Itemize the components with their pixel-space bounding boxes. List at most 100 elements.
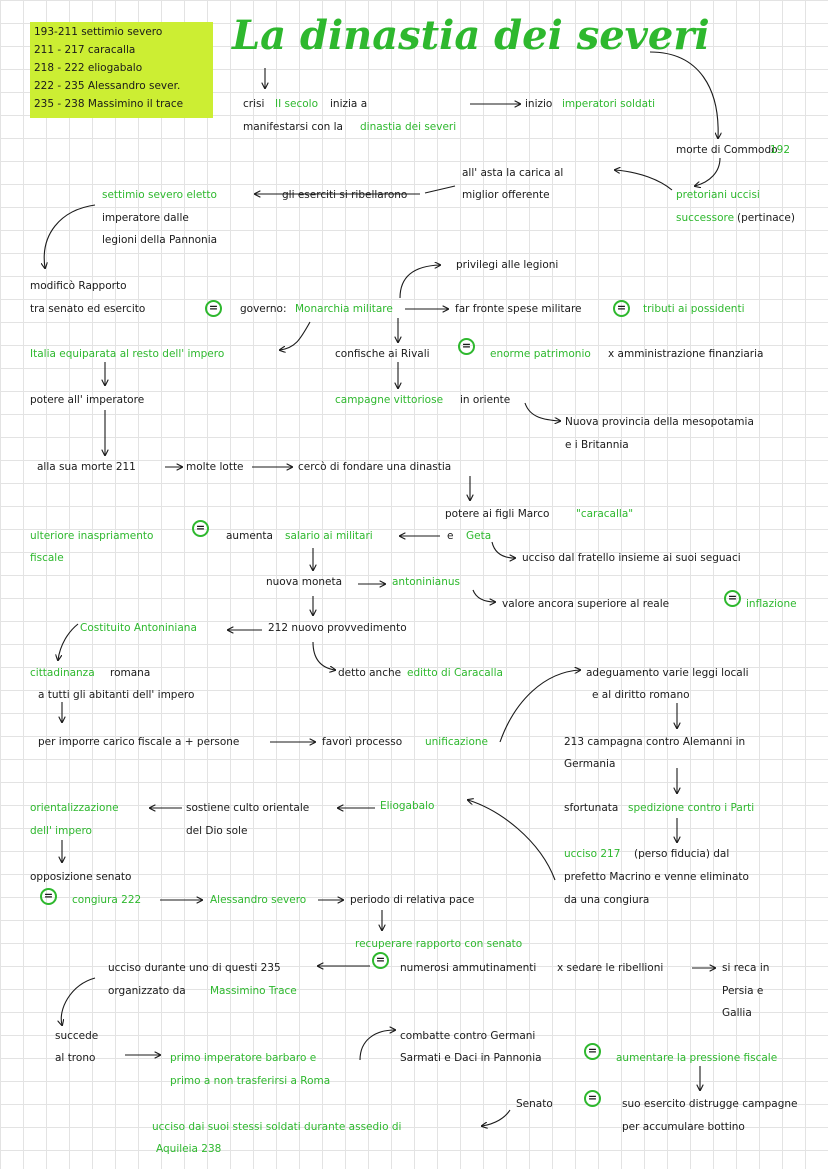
note-text: a tutti gli abitanti dell' impero [38,689,195,701]
note-text: inizio [525,98,553,110]
equals-circle-icon: = [205,300,222,317]
note-text: ulteriore inaspriamento [30,530,154,542]
note-text: Senato [516,1098,553,1110]
note-text: Gallia [722,1007,752,1019]
note-text: opposizione senato [30,871,132,883]
note-text: (pertinace) [737,212,795,224]
note-text: cittadinanza [30,667,95,679]
note-text: x amministrazione finanziaria [608,348,764,360]
note-text: legioni della Pannonia [102,234,218,246]
note-text: Italia equiparata al resto dell' impero [30,348,225,360]
note-text: cercò di fondare una dinastia [298,461,452,473]
note-text: inflazione [746,598,797,610]
note-text: molte lotte [186,461,244,473]
note-text: (perso fiducia) dal [634,848,730,860]
note-text: sostiene culto orientale [186,802,310,814]
legend-row: 235 - 238 Massimino il trace [34,98,184,110]
note-text: organizzato da [108,985,186,997]
equals-circle-icon: = [372,952,389,969]
note-text: gli eserciti si ribellarono [282,189,408,201]
note-text: al trono [55,1052,96,1064]
note-text: "caracalla" [576,508,634,520]
note-text: crisi [243,98,265,110]
note-text: dinastia dei severi [360,121,457,133]
note-text: ucciso dal fratello insieme ai suoi segu… [522,552,741,564]
note-text: in oriente [460,394,511,406]
note-text: Monarchia militare [295,303,393,315]
note-text: Eliogabalo [380,800,435,812]
note-text: e [447,530,454,542]
note-text: e al diritto romano [592,689,690,701]
note-text: editto di Caracalla [407,667,503,679]
note-text: Sarmati e Daci in Pannonia [400,1052,542,1064]
note-text: tributi ai possidenti [643,303,745,315]
note-text: tra senato ed esercito [30,303,146,315]
note-text: x sedare le ribellioni [557,962,664,974]
note-text: far fronte spese militare [455,303,582,315]
note-text: salario ai militari [285,530,373,542]
note-text: e i Britannia [565,439,629,451]
note-text: favorì processo [322,736,403,748]
note-text: Nuova provincia della mesopotamia [565,416,754,428]
equals-circle-icon: = [584,1090,601,1107]
page-title: La dinastia dei severi [232,12,710,59]
note-text: all' asta la carica al [462,167,564,179]
note-text: manifestarsi con la [243,121,343,133]
note-text: alla sua morte 211 [37,461,136,473]
note-text: confische ai Rivali [335,348,430,360]
note-text: combatte contro Germani [400,1030,536,1042]
note-text: aumenta [226,530,273,542]
note-text: II secolo [275,98,318,110]
note-text: modificò Rapporto [30,280,127,292]
note-text: romana [110,667,151,679]
note-text: governo: [240,303,287,315]
note-text: potere all' imperatore [30,394,145,406]
note-text: adeguamento varie leggi locali [586,667,749,679]
equals-circle-icon: = [584,1043,601,1060]
legend-row: 218 - 222 eliogabalo [34,62,143,74]
note-text: settimio severo eletto [102,189,217,201]
note-text: sfortunata [564,802,619,814]
note-text: succede [55,1030,99,1042]
note-text: Massimino Trace [210,985,297,997]
note-text: Alessandro severo [210,894,307,906]
note-text: nuova moneta [266,576,343,588]
note-text: da una congiura [564,894,650,906]
note-text: prefetto Macrino e venne eliminato [564,871,749,883]
note-text: unificazione [425,736,489,748]
legend-row: 211 - 217 caracalla [34,44,136,56]
note-text: per accumulare bottino [622,1121,745,1133]
note-text: per imporre carico fiscale a + persone [38,736,240,748]
equals-circle-icon: = [458,338,475,355]
note-text: 212 nuovo provvedimento [268,622,407,634]
note-text: detto anche [338,667,402,679]
note-text: pretoriani uccisi [676,189,760,201]
note-text: valore ancora superiore al reale [502,598,670,610]
note-text: ucciso durante uno di questi 235 [108,962,281,974]
note-text: periodo di relativa pace [350,894,475,906]
note-text: 213 campagna contro Alemanni in [564,736,746,748]
note-text: orientalizzazione [30,802,119,814]
note-text: Geta [466,530,492,542]
note-text: potere ai figli Marco [445,508,550,520]
note-text: campagne vittoriose [335,394,444,406]
note-text: miglior offerente [462,189,550,201]
equals-circle-icon: = [40,888,57,905]
note-text: numerosi ammutinamenti [400,962,537,974]
note-text: aumentare la pressione fiscale [616,1052,778,1064]
note-text: antoninianus [392,576,460,588]
note-text: 192 [770,144,791,156]
note-text: imperatore dalle [102,212,189,224]
note-text: ucciso 217 [564,848,621,860]
note-text: recuperare rapporto con senato [355,938,523,950]
note-text: enorme patrimonio [490,348,591,360]
note-text: Germania [564,758,616,770]
note-text: privilegi alle legioni [456,259,559,271]
note-text: primo a non trasferirsi a Roma [170,1075,331,1087]
note-text: Persia e [722,985,764,997]
note-text: morte di Commodo [676,144,778,156]
note-text: spedizione contro i Parti [628,802,755,814]
equals-circle-icon: = [192,520,209,537]
note-text: del Dio sole [186,825,248,837]
note-text: Costituito Antoniniana [80,622,197,634]
